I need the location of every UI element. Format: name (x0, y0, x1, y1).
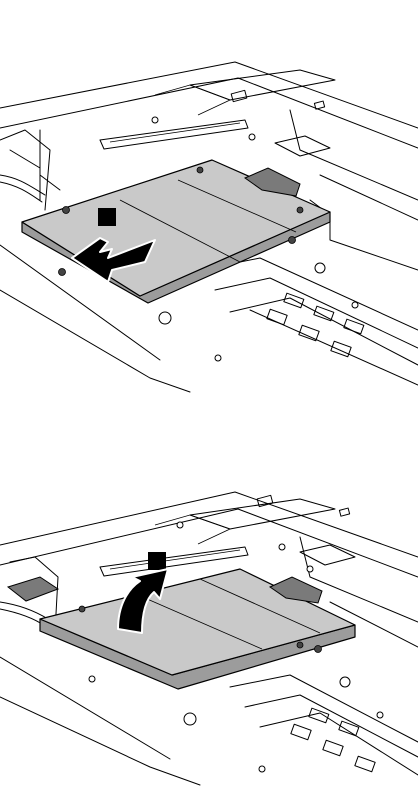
step-marker-square (148, 552, 166, 570)
step-1-panel (0, 0, 418, 397)
hard-drive (22, 160, 330, 303)
step-1-illustration (0, 0, 418, 397)
memory-slots (200, 258, 418, 385)
step-2-panel (0, 397, 418, 794)
step-2-illustration (0, 397, 418, 794)
cable (0, 175, 45, 202)
memory-slots (230, 675, 418, 775)
step-marker-square (98, 208, 116, 226)
hard-drive (40, 569, 355, 689)
